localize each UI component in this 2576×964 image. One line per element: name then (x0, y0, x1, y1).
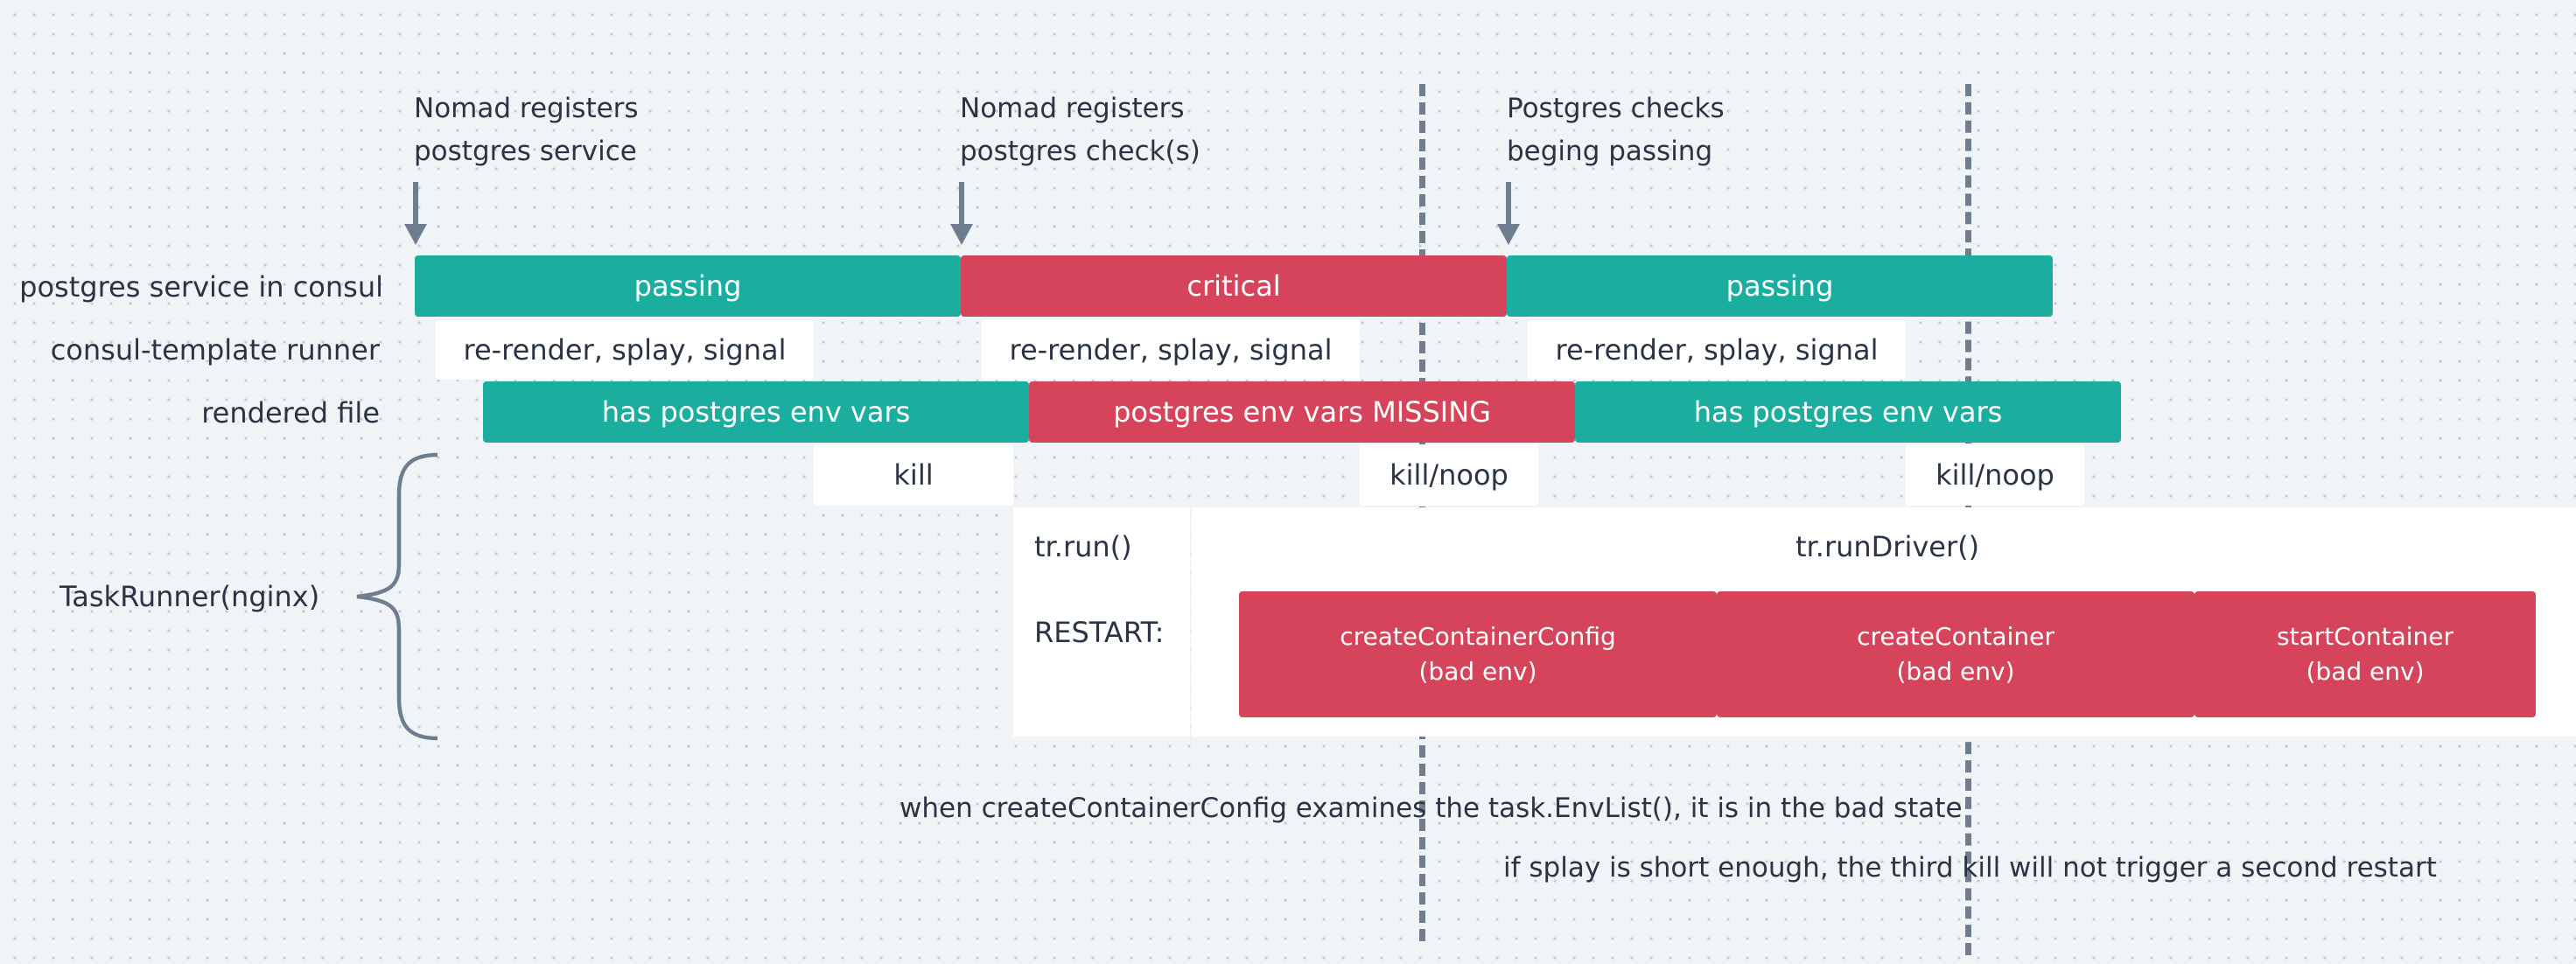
kill-signal: kill (814, 444, 1013, 506)
runner-action: re-render, splay, signal (436, 320, 814, 380)
step-name: createContainer (1857, 622, 2054, 651)
service-status-critical: critical (961, 255, 1507, 317)
runner-action: re-render, splay, signal (1528, 320, 1906, 380)
footnote-splay: if splay is short enough, the third kill… (1503, 852, 2437, 884)
row-label-rendered: rendered file (201, 396, 380, 430)
kill-signal: kill/noop (1906, 444, 2084, 506)
restart-label: RESTART: (1034, 616, 1165, 649)
rendered-file-has-vars: has postgres env vars (483, 381, 1029, 443)
row-label-runner: consul-template runner (50, 333, 380, 367)
rendered-file-has-vars: has postgres env vars (1575, 381, 2121, 443)
task-runner-run-panel (1013, 507, 1190, 737)
step-create-container-config: createContainerConfig (bad env) (1239, 591, 1717, 717)
rendered-file-missing-vars: postgres env vars MISSING (1029, 381, 1575, 443)
step-name: startContainer (2276, 622, 2454, 651)
kill-signal: kill/noop (1360, 444, 1538, 506)
step-start-container: startContainer (bad env) (2194, 591, 2536, 717)
down-arrow-icon (404, 182, 427, 245)
tr-run-driver-label: tr.runDriver() (1796, 530, 1980, 563)
step-note: (bad env) (1896, 657, 2015, 686)
down-arrow-icon (1497, 182, 1520, 245)
footnote-bad-state: when createContainerConfig examines the … (900, 793, 1963, 824)
step-note: (bad env) (2306, 657, 2425, 686)
row-label-service: postgres service in consul (19, 270, 383, 304)
annotation-register-service: Nomad registers postgres service (414, 93, 639, 167)
annotation-register-checks: Nomad registers postgres check(s) (960, 93, 1200, 167)
runner-action: re-render, splay, signal (982, 320, 1360, 380)
step-note: (bad env) (1418, 657, 1537, 686)
down-arrow-icon (950, 182, 973, 245)
row-label-taskrunner: TaskRunner(nginx) (60, 580, 320, 613)
curly-brace-icon (356, 452, 438, 741)
step-create-container: createContainer (bad env) (1717, 591, 2194, 717)
service-status-passing: passing (415, 255, 961, 317)
service-status-passing: passing (1507, 255, 2053, 317)
tr-run-label: tr.run() (1034, 530, 1132, 563)
step-name: createContainerConfig (1340, 622, 1616, 651)
annotation-checks-passing: Postgres checks beging passing (1507, 93, 1725, 167)
